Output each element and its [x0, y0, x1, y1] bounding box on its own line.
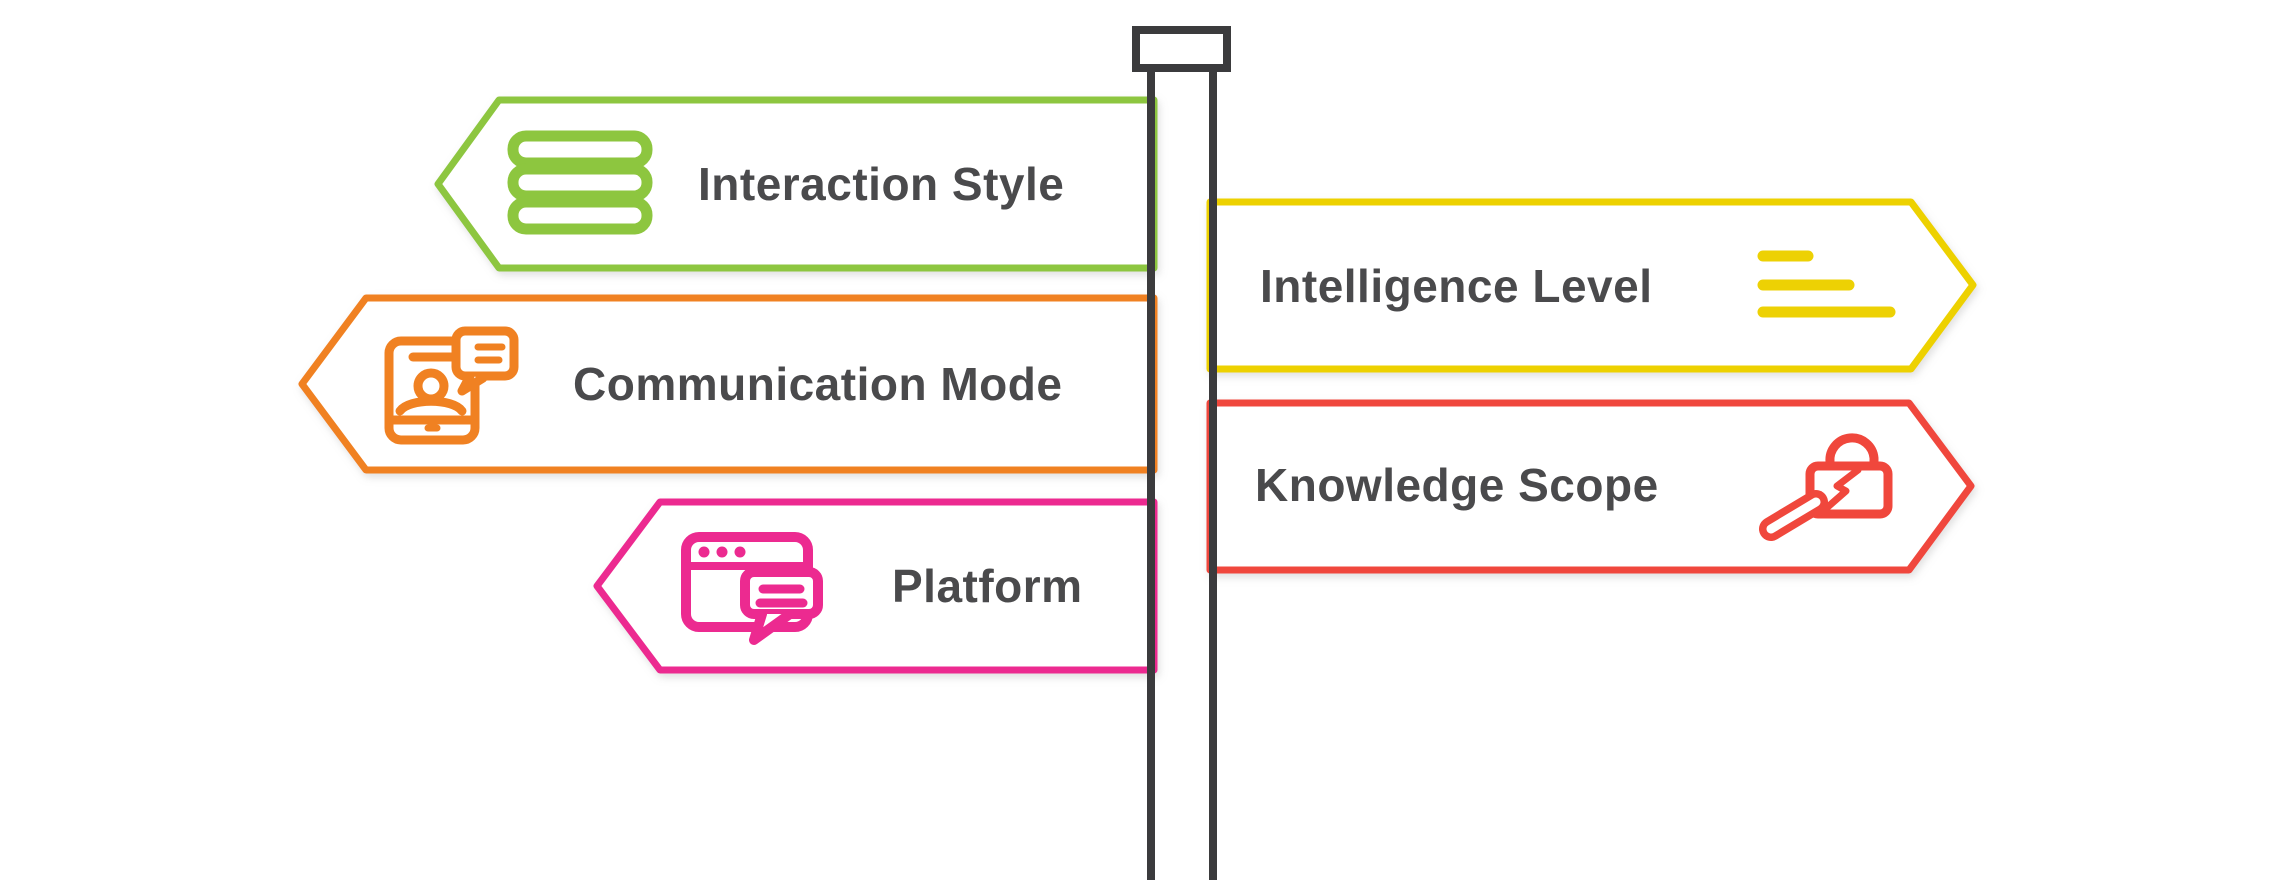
sign-label-communication-mode: Communication Mode	[573, 358, 1062, 410]
sign-label-intelligence-level: Intelligence Level	[1260, 260, 1652, 312]
browser-chat-icon	[681, 532, 823, 645]
level-lines-icon	[1757, 250, 1896, 318]
sign-interaction-style: Interaction Style	[434, 96, 1158, 272]
list-bars-icon	[507, 130, 653, 235]
sign-intelligence-level: Intelligence Level	[1206, 198, 1977, 373]
lock-search-icon	[1759, 433, 1893, 541]
sign-knowledge-scope: Knowledge Scope	[1206, 399, 1975, 574]
tablet-user-chat-icon	[384, 326, 519, 445]
sign-platform: Platform	[593, 498, 1158, 674]
sign-label-platform: Platform	[892, 560, 1083, 612]
sign-communication-mode: Communication Mode	[298, 294, 1158, 474]
sign-label-interaction-style: Interaction Style	[698, 158, 1064, 210]
sign-label-knowledge-scope: Knowledge Scope	[1255, 459, 1659, 511]
pole-top-cap	[1132, 26, 1231, 72]
signpost-pole	[1132, 26, 1231, 880]
